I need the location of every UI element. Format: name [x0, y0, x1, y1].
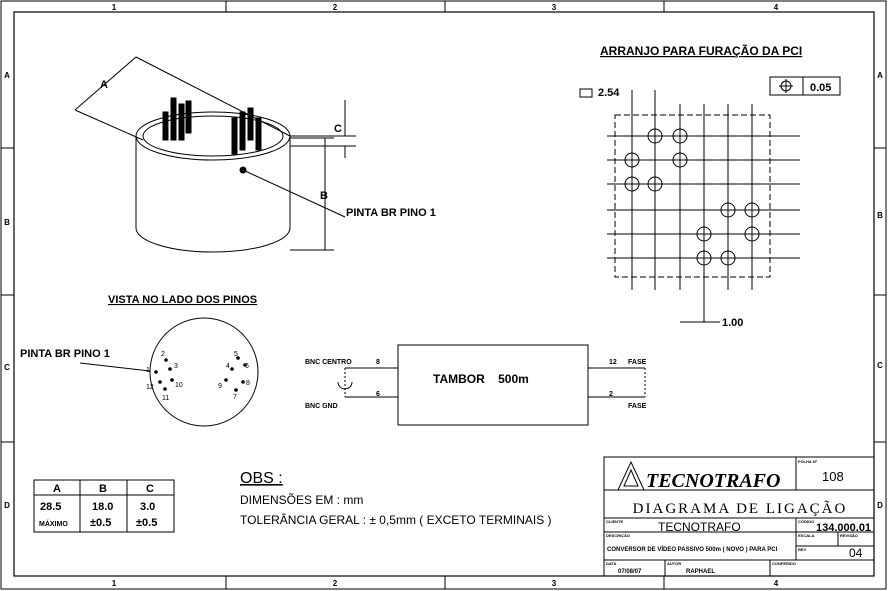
tambor-label: TAMBOR 500m	[433, 372, 529, 386]
pin-view-circle	[79, 317, 259, 427]
obs-title: OBS :	[240, 470, 283, 487]
col-label: 1	[112, 3, 117, 12]
row-label: D	[4, 501, 10, 510]
pcb-grid	[579, 88, 800, 323]
schematic-labels: BNC CENTRO 8 BNC GND 6 12 FASE 2 FASE	[305, 359, 647, 410]
folha-label: FOLHA Nº	[798, 459, 818, 464]
pcb-grid-label: 2.54	[598, 87, 620, 99]
col-label: 3	[552, 3, 557, 12]
company-logo-text: TECNOTRAFO	[646, 470, 780, 492]
cliente-value: TECNOTRAFO	[658, 520, 741, 534]
isometric-view	[74, 56, 356, 253]
dim-table-cell: ±0.5	[90, 517, 111, 529]
pin-number: 3	[174, 363, 178, 370]
tambor-box	[397, 344, 589, 426]
tolerance-value: 0.05	[810, 82, 831, 94]
pins-group	[162, 97, 262, 155]
escala-label: ESCALA	[798, 533, 815, 538]
row-label: C	[4, 363, 10, 372]
cliente-label: CLIENTE	[606, 519, 623, 524]
dim-table	[33, 479, 175, 533]
data-value: 07/08/07	[618, 569, 642, 575]
dim-table-cell: 3.0	[140, 501, 155, 513]
dim-table-header: A	[53, 483, 61, 495]
bnc-gnd-label: BNC GND	[305, 403, 338, 410]
pin-number: 9	[218, 383, 222, 390]
col-label: 3	[552, 579, 557, 588]
fase-top-pin: 12	[609, 359, 617, 366]
col-label: 4	[774, 579, 779, 588]
dim-table-text: A B C 28.5 18.0 3.0 MÁXIMO ±0.5 ±0.5	[39, 483, 157, 529]
schematic	[337, 344, 646, 426]
codigo-value: 134.000.01	[816, 522, 871, 534]
pin-number: 10	[175, 382, 183, 389]
col-label: 2	[333, 3, 338, 12]
col-label: 2	[333, 579, 338, 588]
col-label: 1	[112, 579, 117, 588]
pin-number: 12	[146, 384, 154, 391]
row-label: B	[4, 218, 10, 227]
pin-number: 8	[246, 380, 250, 387]
pin-number: 6	[245, 363, 249, 370]
pcb-title: ARRANJO PARA FURAÇÃO DA PCI	[600, 43, 802, 58]
pin-number: 1	[146, 367, 150, 374]
dim-a-label: A	[100, 79, 108, 91]
autor-label: AUTOR	[667, 561, 681, 566]
pin-view-title: VISTA NO LADO DOS PINOS	[108, 294, 257, 306]
bnc-centro-label: BNC CENTRO	[305, 359, 352, 366]
autor-value: RAPHAEL	[686, 569, 715, 575]
row-label: B	[877, 211, 883, 220]
obs-line-1: DIMENSÕES EM : mm	[240, 492, 363, 507]
pin-number: 11	[162, 395, 169, 402]
dim-table-note: MÁXIMO	[39, 519, 68, 528]
codigo-label: CÓDIGO	[798, 519, 814, 524]
pin-number: 7	[233, 394, 237, 401]
rev-label: REV	[798, 547, 807, 552]
obs-line-2: TOLERÂNCIA GERAL : ± 0,5mm ( EXCETO TERM…	[240, 512, 552, 527]
row-label: D	[877, 501, 883, 510]
pitch-label: 1.00	[722, 317, 743, 329]
title-block	[603, 456, 875, 577]
pin-view-numbers: 2 3 1 12 10 11 5 6 4 9 8 7	[146, 351, 250, 402]
dim-table-cell: 18.0	[92, 501, 113, 513]
dim-b-label: B	[320, 190, 328, 202]
pin-number: 4	[226, 363, 230, 370]
descricao-label: DESCRIÇÃO	[606, 533, 630, 538]
pin-view-dots	[154, 356, 247, 392]
dim-c-label: C	[334, 123, 342, 135]
col-label: 4	[774, 3, 779, 12]
folha-value: 108	[822, 469, 844, 484]
row-label: C	[877, 361, 883, 370]
dim-table-header: B	[99, 483, 107, 495]
fase-bottom-label: FASE	[628, 403, 647, 410]
doc-title: DIAGRAMA DE LIGAÇÃO	[633, 501, 848, 517]
dim-table-cell: ±0.5	[136, 517, 157, 529]
data-label: DATA	[606, 561, 617, 566]
bnc-gnd-pin: 6	[376, 391, 380, 398]
conferido-label: CONFERIDO	[772, 561, 796, 566]
fase-top-label: FASE	[628, 359, 647, 366]
descricao-value: CONVERSOR DE VÍDEO PASSIVO 500m ( NOVO )…	[607, 545, 778, 553]
revisao-label: REVISÃO	[840, 533, 858, 538]
tolerance-frame	[769, 76, 841, 96]
row-label: A	[4, 71, 10, 80]
fase-bottom-pin: 2	[609, 391, 613, 398]
dim-table-header: C	[146, 483, 154, 495]
pin1-iso-label: PINTA BR PINO 1	[346, 207, 436, 219]
bnc-centro-pin: 8	[376, 359, 380, 366]
revisao-value: 04	[849, 546, 863, 560]
pin-number: 5	[234, 351, 238, 358]
pin-number: 2	[161, 351, 165, 358]
border-labels: 1 2 3 4 1 2 3 4 A B C D A B C D	[4, 3, 883, 588]
dim-table-cell: 28.5	[40, 501, 61, 513]
row-label: A	[877, 71, 883, 80]
pin1-pin-view-label: PINTA BR PINO 1	[20, 348, 110, 360]
